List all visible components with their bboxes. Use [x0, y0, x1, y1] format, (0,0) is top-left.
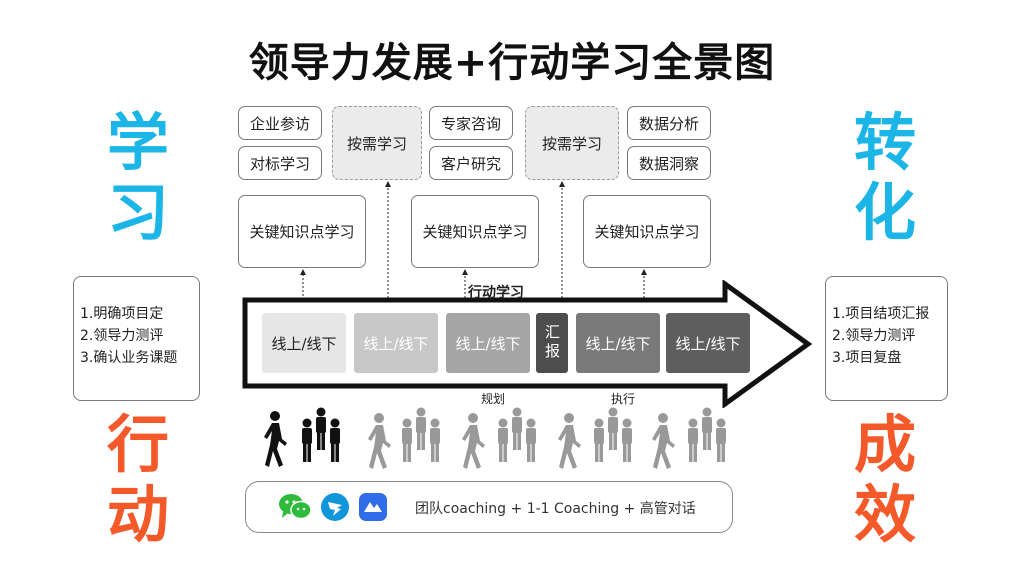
benchmark-box: 对标学习 [238, 146, 322, 180]
walking-person-icon [368, 413, 391, 469]
stage-block: 线上/线下 [262, 313, 346, 373]
walking-person-icon [558, 413, 581, 469]
side-word-char: 学 [106, 106, 169, 179]
side-word-char: 化 [853, 176, 916, 249]
side-word-char: 习 [106, 176, 169, 249]
side-word-char: 成 [853, 408, 916, 481]
key-knowledge-box: 关键知识点学习 [238, 195, 366, 268]
list-item: 2.领导力测评 [80, 328, 164, 344]
data-analysis-box: 数据分析 [627, 106, 711, 140]
team-group-icon [302, 407, 340, 462]
list-item: 3.项目复盘 [832, 350, 902, 366]
side-word-char: 行 [106, 408, 169, 481]
walking-person-icon [462, 413, 485, 469]
end-steps-box: 1.项目结项汇报 2.领导力测评 3.项目复盘 [825, 276, 948, 401]
page-title: 领导力发展+行动学习全景图 [248, 40, 776, 86]
wechat-icon [279, 494, 312, 520]
side-word-learn: 学 习 [98, 108, 178, 248]
walking-person-icon [652, 413, 675, 469]
team-group-icon [594, 407, 632, 462]
stage-block: 线上/线下 [576, 313, 660, 373]
dingtalk-icon [321, 493, 349, 521]
side-word-char: 动 [106, 478, 169, 551]
side-word-action: 行 动 [98, 410, 178, 550]
list-item: 1.项目结项汇报 [832, 306, 930, 322]
coaching-text: 团队coaching + 1-1 Coaching + 高管对话 [415, 501, 696, 517]
list-item: 1.明确项目定 [80, 306, 164, 322]
side-word-success: 成 效 [845, 410, 925, 550]
execute-caption: 执行 [611, 392, 636, 406]
action-learning-label: 行动学习 [468, 285, 524, 301]
feishu-icon [359, 493, 387, 521]
stage-block: 线上/线下 [446, 313, 530, 373]
side-word-transform: 转 化 [845, 108, 925, 248]
on-demand-learning-box: 按需学习 [525, 106, 619, 180]
expert-consult-box: 专家咨询 [429, 106, 513, 140]
walking-person-icon [264, 411, 287, 467]
key-knowledge-box: 关键知识点学习 [411, 195, 539, 268]
list-item: 2.领导力测评 [832, 328, 916, 344]
side-word-char: 效 [853, 478, 916, 551]
data-insight-box: 数据洞察 [627, 146, 711, 180]
people-row [264, 407, 726, 469]
customer-research-box: 客户研究 [429, 146, 513, 180]
coaching-bar [245, 481, 733, 533]
list-item: 3.确认业务课题 [80, 350, 178, 366]
plan-caption: 规划 [481, 392, 506, 406]
stage-block: 线上/线下 [666, 313, 750, 373]
stage-block: 线上/线下 [354, 313, 438, 373]
start-steps-box: 1.明确项目定 2.领导力测评 3.确认业务课题 [73, 276, 200, 401]
on-demand-learning-box: 按需学习 [332, 106, 422, 180]
team-group-icon [688, 407, 726, 462]
team-group-icon [498, 407, 536, 462]
report-stage-block: 汇报 [536, 313, 568, 373]
side-word-char: 转 [853, 106, 916, 179]
company-visit-box: 企业参访 [238, 106, 322, 140]
team-group-icon [402, 407, 440, 462]
key-knowledge-box: 关键知识点学习 [583, 195, 711, 268]
